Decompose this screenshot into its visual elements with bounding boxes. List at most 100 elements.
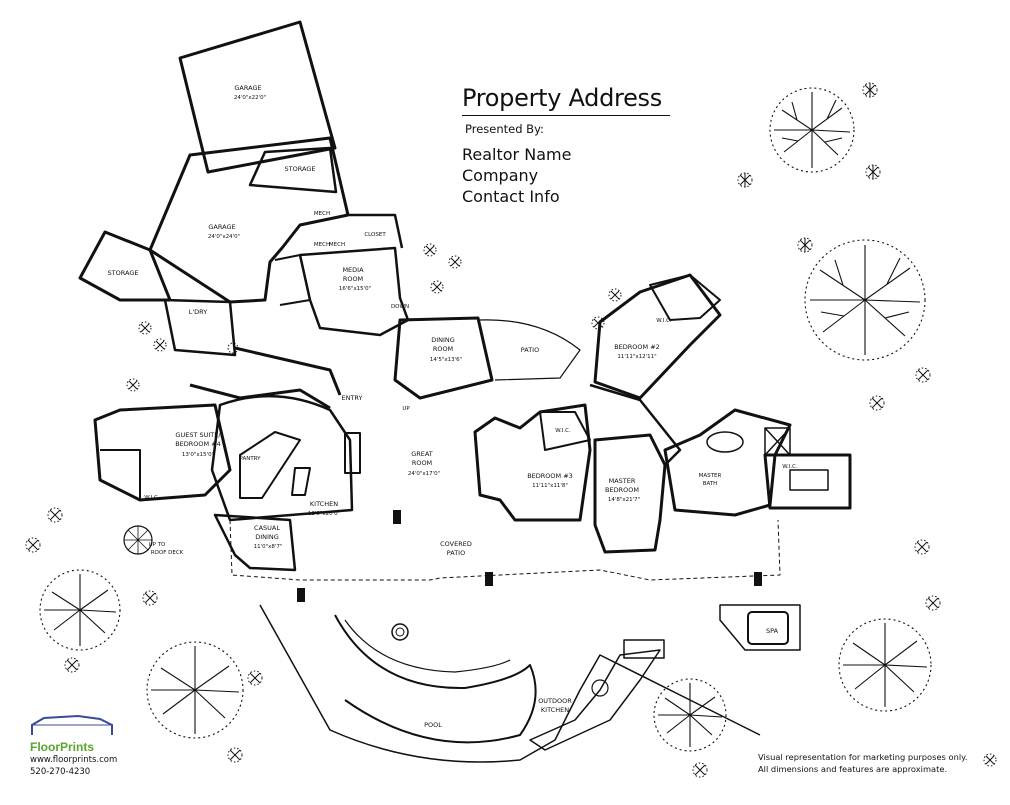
house-icon <box>31 714 113 735</box>
roof-deck-label-1: UP TO <box>149 542 166 548</box>
property-header: Property Address Presented By: Realtor N… <box>462 84 670 207</box>
bedroom3-wic-label: W.I.C. <box>555 428 571 434</box>
pantry-label: PANTRY <box>239 456 261 462</box>
guest-suite-size: 13'0"x15'0" <box>182 452 214 458</box>
garage-main-walls <box>148 136 350 304</box>
master-wic-label: W.I.C. <box>782 464 798 470</box>
kitchen-label: KITCHEN <box>310 500 338 508</box>
roof-deck-label-2: ROOF DECK <box>151 550 184 556</box>
storage-top-label: STORAGE <box>285 165 316 173</box>
contact-info: Contact Info <box>462 187 560 206</box>
great-room-label-1: GREAT <box>411 450 433 458</box>
garage-storage-walls <box>248 146 338 194</box>
tree-large <box>769 87 855 173</box>
master-bath-label-1: MASTER <box>699 473 722 479</box>
pool-label: POOL <box>424 721 442 729</box>
disclaimer: Visual representation for marketing purp… <box>758 752 1003 775</box>
down-label: DOWN <box>391 304 409 310</box>
tree-large <box>653 678 727 752</box>
dining-room-label-2: ROOM <box>433 345 453 353</box>
master-tub <box>706 431 744 453</box>
presented-by-label: Presented By: <box>465 122 544 136</box>
casual-dining-label-1: CASUAL <box>254 524 280 532</box>
entry-label: ENTRY <box>341 394 362 402</box>
master-bath-label-2: BATH <box>703 481 718 487</box>
master-bedroom-label-1: MASTER <box>609 477 636 485</box>
master-bedroom-size: 14'8"x21'7" <box>608 497 640 503</box>
garage-top-size: 24'0"x22'0" <box>234 95 266 101</box>
patio-columns <box>297 510 762 602</box>
entry-corridor <box>234 346 342 396</box>
covered-patio-outline <box>229 519 781 581</box>
tree-large <box>838 618 932 712</box>
master-bath-walls <box>663 408 792 517</box>
garage-main-size: 24'0"x24'0" <box>208 234 240 240</box>
pool-fountain <box>391 623 409 641</box>
media-room-size: 16'6"x15'0" <box>339 286 371 292</box>
disclaimer-line-2: All dimensions and features are approxim… <box>758 763 948 774</box>
bedroom2-label: BEDROOM #2 <box>614 343 660 351</box>
storage-left-walls <box>78 230 172 302</box>
laundry-walls <box>163 298 237 357</box>
master-wic-walls <box>763 453 852 510</box>
outdoor-kitchen-label-1: OUTDOOR <box>538 697 572 705</box>
pool-outline <box>259 604 761 763</box>
media-room-label-2: ROOM <box>343 275 363 283</box>
company-name: Company <box>462 166 539 185</box>
guest-suite-label-1: GUEST SUITE/ <box>175 431 221 439</box>
dining-room-walls <box>393 316 494 400</box>
garage-top-walls <box>178 20 337 174</box>
tree-large <box>146 641 244 739</box>
guest-suite-label-2: BEDROOM #4 <box>175 440 221 448</box>
master-bedroom-walls <box>593 433 667 554</box>
kitchen-walls <box>210 394 354 522</box>
covered-patio-label-2: PATIO <box>447 549 465 557</box>
patio-arc <box>479 319 581 381</box>
spa-label: SPA <box>766 627 779 635</box>
spa-tub <box>747 611 789 645</box>
casual-dining-walls <box>213 513 297 572</box>
realtor-name: Realtor Name <box>462 145 572 164</box>
covered-patio-label-1: COVERED <box>440 540 472 548</box>
media-room-label-1: MEDIA <box>342 266 364 274</box>
mech3-label: MECH <box>329 242 345 248</box>
floorprints-logo: FloorPrints www.floorprints.com 520-270-… <box>30 713 140 778</box>
closet-label: CLOSET <box>364 232 386 238</box>
patio-label: PATIO <box>521 346 539 354</box>
kitchen-size: 18'0"x20'0" <box>308 511 340 517</box>
landscape-trees <box>39 87 932 752</box>
bedroom3-size: 11'11"x11'8" <box>532 483 568 489</box>
disclaimer-line-1: Visual representation for marketing purp… <box>758 752 968 762</box>
up-label: UP <box>402 406 410 412</box>
great-room-size: 24'0"x17'0" <box>408 471 440 477</box>
bedroom3-label: BEDROOM #3 <box>527 472 573 480</box>
outdoor-kitchen-label-2: KITCHEN <box>541 706 569 714</box>
storage-left-label: STORAGE <box>108 269 139 277</box>
logo-website: www.floorprints.com <box>30 755 118 765</box>
realtor-info: Realtor Name Company Contact Info <box>462 144 670 207</box>
bedroom2-walls <box>593 273 722 400</box>
room-labels: GARAGE 24'0"x22'0" STORAGE GARAGE 24'0"x… <box>108 84 798 729</box>
great-room-label-2: ROOM <box>412 459 432 467</box>
kitchen-island <box>291 467 311 496</box>
tree-large <box>39 569 121 651</box>
landscape-shrubs <box>25 82 997 778</box>
bedroom2-size: 11'11"x12'11" <box>617 354 656 360</box>
logo-brand: FloorPrints <box>30 740 95 754</box>
laundry-label: L'DRY <box>189 308 208 316</box>
master-bedroom-label-2: BEDROOM <box>605 486 639 494</box>
media-room-walls <box>298 246 410 337</box>
casual-dining-size: 11'0"x8'7" <box>254 544 283 550</box>
property-address-title: Property Address <box>462 84 670 116</box>
spa-outline <box>719 604 801 651</box>
tree-large <box>804 239 926 361</box>
garage-top-label: GARAGE <box>234 84 261 92</box>
garage-main-label: GARAGE <box>208 223 235 231</box>
outdoor-kitchen-outline <box>529 649 661 751</box>
mech1-label: MECH <box>314 211 330 217</box>
bedroom2-wic-label: W.I.C. <box>656 318 672 324</box>
guest-wic-label: W.I.C. <box>144 495 160 501</box>
logo-phone: 520-270-4230 <box>30 767 91 777</box>
pool-edge <box>334 614 537 744</box>
